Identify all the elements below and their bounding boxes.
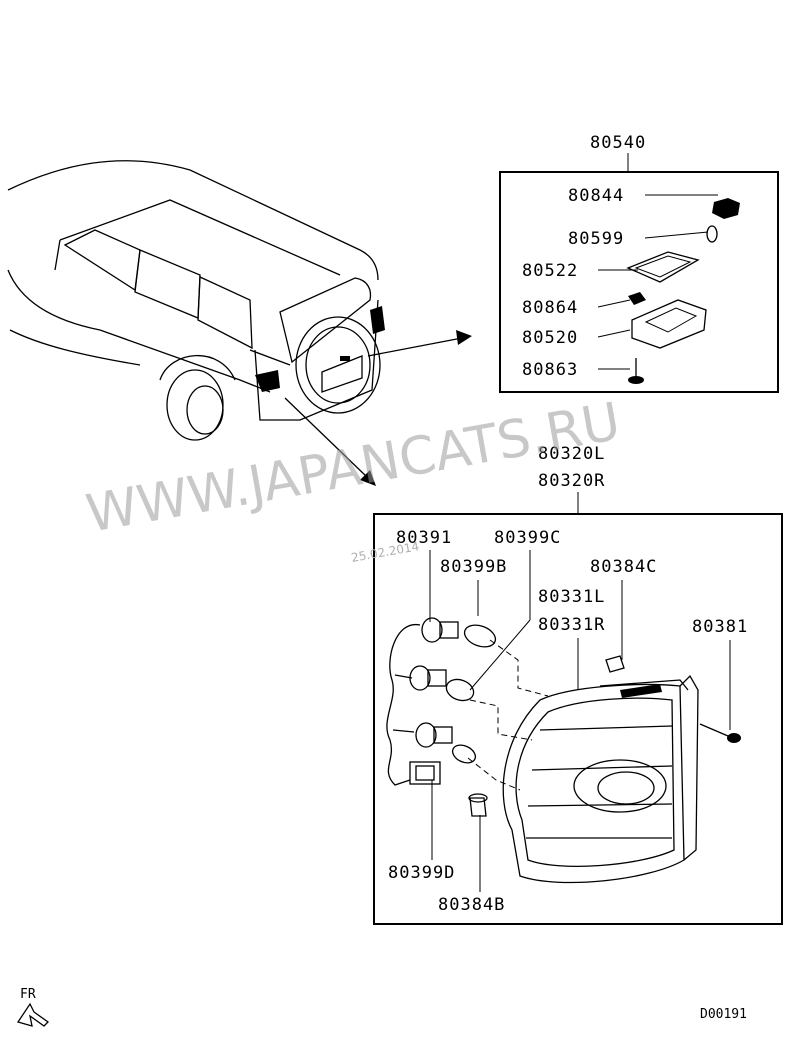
tail-lamp-box — [373, 513, 783, 925]
socket-icon — [712, 198, 740, 219]
orientation-label: FR — [20, 987, 36, 1002]
part-label-80522: 80522 — [522, 261, 578, 281]
front-arrow-icon — [16, 1002, 50, 1027]
part-label-80381: 80381 — [692, 617, 748, 637]
orientation-indicator: FR — [16, 987, 50, 1027]
license-lamp-group: 80540 80844 80599 80522 80864 80520 8086… — [499, 133, 779, 393]
part-label-80864: 80864 — [522, 298, 578, 318]
socket-3-icon — [415, 722, 453, 748]
diagram-code: D00191 — [700, 1007, 747, 1022]
clip-icon — [468, 793, 488, 817]
callout-arrows — [284, 330, 472, 486]
part-label-80863: 80863 — [522, 360, 578, 380]
bulb-1-icon — [463, 624, 497, 648]
part-label-80331L: 80331L — [538, 587, 605, 607]
assembly-label-80320R: 80320R — [538, 471, 605, 491]
part-label-80844: 80844 — [568, 186, 624, 206]
assembly-label-80540: 80540 — [590, 133, 646, 153]
part-label-80399D: 80399D — [388, 863, 455, 883]
screw-icon — [699, 723, 741, 743]
bulb-icon — [706, 225, 718, 243]
assembly-label-80320L: 80320L — [538, 444, 605, 464]
socket-2-icon — [409, 665, 447, 691]
gasket-icon — [628, 292, 646, 305]
part-label-80520: 80520 — [522, 328, 578, 348]
watermark-date: 25.02.2014 — [350, 539, 420, 565]
part-label-80331R: 80331R — [538, 615, 605, 635]
connector-icon — [409, 761, 441, 785]
tail-lamp-housing-icon — [502, 674, 699, 884]
housing-icon — [631, 299, 707, 349]
part-label-80384C: 80384C — [590, 557, 657, 577]
license-lamp-box — [499, 171, 779, 393]
part-label-80399C: 80399C — [494, 528, 561, 548]
vehicle-illustration — [7, 160, 385, 441]
lens-icon — [626, 251, 700, 283]
wire-harness — [386, 624, 421, 786]
part-label-80399B: 80399B — [440, 557, 507, 577]
clip-top-icon — [605, 655, 625, 673]
part-label-80599: 80599 — [568, 229, 624, 249]
bulb-2-icon — [445, 678, 475, 702]
watermark-text: WWW.JAPANCATS.RU — [82, 392, 625, 545]
socket-1-icon — [421, 617, 459, 643]
bulb-3-icon — [451, 744, 477, 764]
tail-lamp-group: 80320L 80320R 80391 80399C 80399B 80384C… — [373, 444, 783, 925]
part-label-80384B: 80384B — [438, 895, 505, 915]
part-label-80391: 80391 — [396, 528, 452, 548]
